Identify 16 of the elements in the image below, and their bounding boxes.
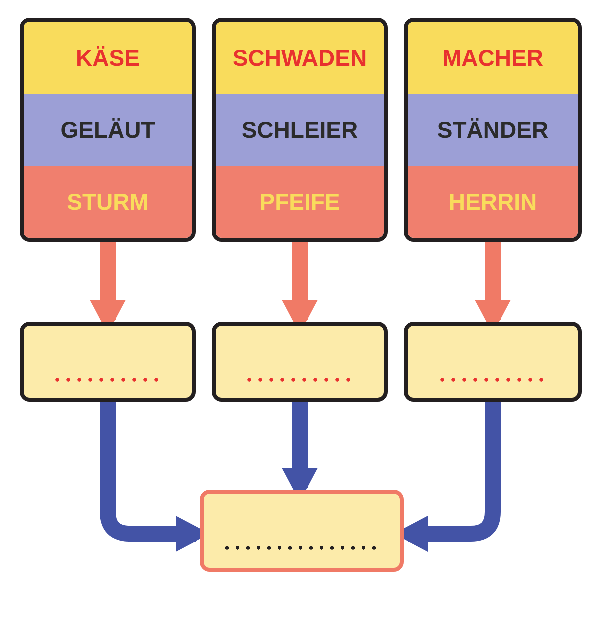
word-card — [20, 18, 196, 242]
word-card — [212, 18, 388, 242]
answer-box — [20, 322, 196, 402]
answer-box — [212, 322, 388, 402]
word: KÄSE — [76, 44, 140, 72]
word: SCHLEIER — [242, 116, 358, 144]
answer-box — [200, 490, 404, 572]
word: HERRIN — [448, 188, 538, 216]
word: PFEIFE — [260, 188, 340, 216]
word: SCHWADEN — [232, 44, 368, 72]
word: GELÄUT — [60, 116, 156, 144]
word: STÄNDER — [437, 116, 549, 144]
answer-box — [404, 322, 582, 402]
word-card — [404, 18, 582, 242]
word: MACHER — [442, 44, 544, 72]
word: STURM — [67, 188, 149, 216]
